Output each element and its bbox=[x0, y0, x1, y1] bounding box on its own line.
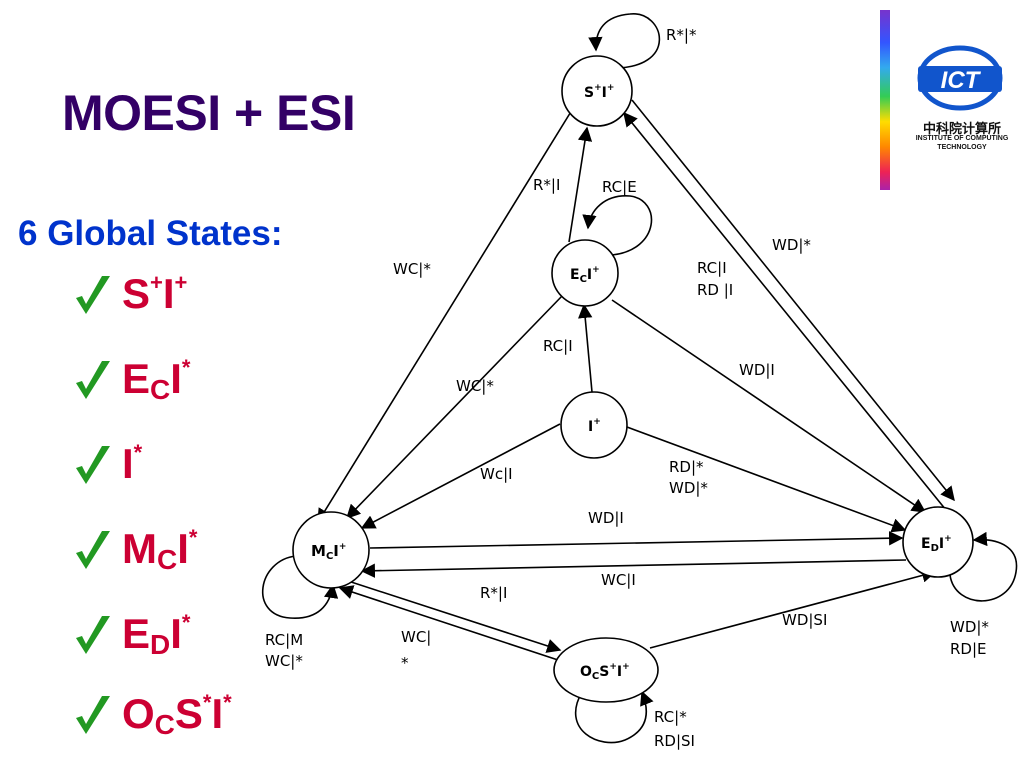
label-edi-to-si: WD|* bbox=[772, 236, 811, 254]
edge-ocsi-loop bbox=[574, 690, 654, 744]
edge-si-to-edi bbox=[631, 99, 955, 502]
label-eci-loop: RC|E bbox=[602, 178, 637, 196]
edge-eci-to-mci bbox=[345, 294, 564, 520]
state-item-eci: ECI* bbox=[72, 355, 292, 415]
edge-i-to-mci bbox=[360, 423, 561, 529]
state-item-si: S+I+ bbox=[72, 270, 292, 330]
label-i-to-eci: RC|I bbox=[543, 337, 573, 355]
state-label-eci: ECI* bbox=[122, 355, 191, 405]
check-icon bbox=[76, 616, 110, 654]
check-icon bbox=[76, 276, 110, 314]
node-si: S+I+ bbox=[561, 55, 633, 127]
edge-i-to-edi bbox=[626, 426, 907, 533]
logo-english-line1: INSTITUTE OF COMPUTING bbox=[915, 135, 1009, 142]
check-icon bbox=[76, 446, 110, 484]
ict-logo: ICT 中科院计算所 INSTITUTE OF COMPUTING TECHNO… bbox=[880, 10, 1020, 192]
svg-text:S+I+: S+I+ bbox=[584, 83, 614, 101]
edge-eci-to-si bbox=[568, 126, 593, 243]
node-edi: EDI+ bbox=[902, 506, 974, 578]
ict-logo-mark: ICT bbox=[917, 45, 1003, 111]
check-icon bbox=[76, 531, 110, 569]
edge-mci-loop bbox=[262, 555, 339, 619]
label-si-to-edi-1: RC|I bbox=[697, 259, 727, 277]
label-edi-to-mci: WC|I bbox=[601, 571, 636, 589]
state-label-edi: EDI* bbox=[122, 610, 191, 660]
logo-chinese-name: 中科院计算所 bbox=[922, 122, 1001, 137]
edge-edi-loop bbox=[949, 531, 1018, 602]
logo-english-name: INSTITUTE OF COMPUTING TECHNOLOGY bbox=[902, 134, 1022, 152]
label-mci-to-edi: WD|I bbox=[588, 509, 624, 527]
label-si-to-edi-2: RD |I bbox=[697, 281, 733, 299]
label-edi-loop-2: RD|E bbox=[950, 640, 987, 658]
state-item-edi: EDI* bbox=[72, 610, 292, 670]
label-mci-to-ocsi-2: * bbox=[401, 654, 409, 672]
svg-text:OCS+I+: OCS+I+ bbox=[580, 662, 630, 682]
state-label-i: I* bbox=[122, 440, 143, 487]
slide-title: MOESI + ESI bbox=[62, 85, 356, 141]
logo-english-line2: TECHNOLOGY bbox=[937, 144, 987, 151]
label-ocsi-to-edi: WD|SI bbox=[782, 611, 827, 629]
state-item-i: I* bbox=[72, 440, 292, 500]
label-mci-to-ocsi-1: WC| bbox=[401, 628, 431, 646]
state-label-ocsi: OCS*I* bbox=[122, 690, 232, 740]
edge-si-to-mci bbox=[317, 109, 573, 524]
label-i-to-edi-1: RD|* bbox=[669, 458, 704, 476]
label-edi-loop-1: WD|* bbox=[950, 618, 989, 636]
edge-edi-to-mci bbox=[360, 559, 907, 578]
edge-si-loop bbox=[588, 13, 661, 69]
check-icon bbox=[76, 361, 110, 399]
label-mci-loop-1: RC|M bbox=[265, 631, 303, 649]
states-heading: 6 Global States: bbox=[18, 214, 283, 253]
state-item-ocsi: OCS*I* bbox=[72, 690, 292, 750]
state-label-si: S+I+ bbox=[122, 270, 188, 317]
state-item-mci: MCI* bbox=[72, 525, 292, 585]
node-ocsi: OCS+I+ bbox=[553, 637, 659, 703]
label-i-to-mci: Wc|I bbox=[480, 465, 513, 483]
label-ocsi-to-mci: R*|I bbox=[480, 584, 507, 602]
edge-ocsi-to-edi bbox=[649, 568, 937, 649]
label-eci-to-si: R*|I bbox=[533, 176, 560, 194]
check-icon bbox=[76, 696, 110, 734]
label-eci-to-mci: WC|* bbox=[456, 377, 494, 395]
edge-eci-loop bbox=[582, 195, 653, 256]
edge-edi-to-si bbox=[623, 111, 947, 511]
edge-mci-to-edi bbox=[369, 531, 904, 549]
edge-mci-to-ocsi bbox=[344, 579, 562, 653]
edge-ocsi-to-mci bbox=[338, 585, 559, 661]
logo-mark-text: ICT bbox=[941, 67, 982, 94]
label-ocsi-loop-2: RD|SI bbox=[654, 732, 695, 750]
svg-text:ECI+: ECI+ bbox=[570, 265, 600, 285]
label-eci-to-edi: WD|I bbox=[739, 361, 775, 379]
node-eci: ECI+ bbox=[551, 239, 619, 307]
logo-color-bar bbox=[880, 10, 890, 190]
svg-text:I+: I+ bbox=[588, 417, 601, 435]
edge-i-to-eci bbox=[578, 303, 593, 393]
svg-text:MCI+: MCI+ bbox=[311, 542, 346, 562]
label-mci-loop-2: WC|* bbox=[265, 652, 303, 670]
node-i: I+ bbox=[560, 391, 628, 459]
label-ocsi-loop-1: RC|* bbox=[654, 708, 687, 726]
state-label-mci: MCI* bbox=[122, 525, 198, 575]
label-si-to-mci: WC|* bbox=[393, 260, 431, 278]
edge-eci-to-edi bbox=[611, 299, 927, 513]
label-i-to-edi-2: WD|* bbox=[669, 479, 708, 497]
label-si-loop: R*|* bbox=[666, 26, 697, 44]
svg-text:EDI+: EDI+ bbox=[921, 534, 952, 554]
node-mci: MCI+ bbox=[292, 511, 370, 589]
